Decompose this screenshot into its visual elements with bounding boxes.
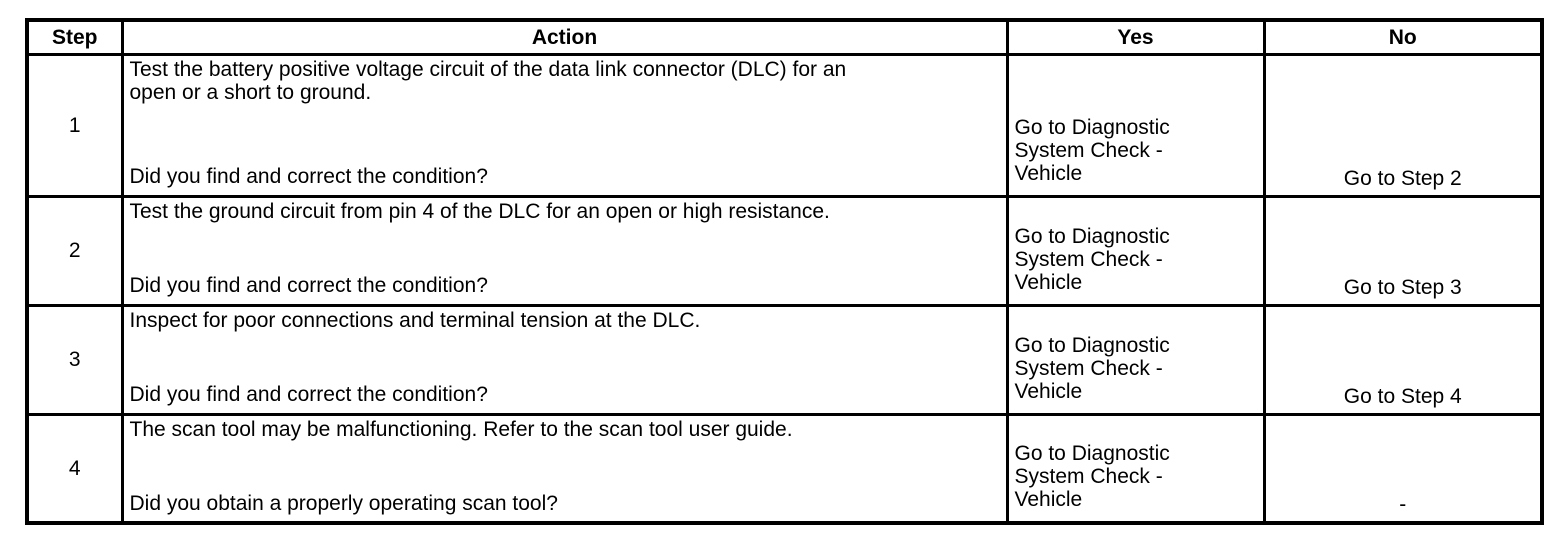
no-cell: - [1262,412,1544,525]
no-cell: Go to Step 3 [1262,194,1544,307]
action-text: Test the ground circuit from pin 4 of th… [129,199,830,223]
action-cell: Inspect for poor connections and termina… [120,303,1009,416]
action-text: Inspect for poor connections and termina… [129,308,701,332]
action-cell: The scan tool may be malfunctioning. Ref… [120,412,1009,525]
action-text: The scan tool may be malfunctioning. Ref… [129,417,793,441]
yes-cell: Go to Diagnostic System Check - Vehicle [1005,52,1266,198]
table-row: 2 Test the ground circuit from pin 4 of … [25,194,1544,307]
yes-cell: Go to Diagnostic System Check - Vehicle [1005,412,1266,525]
no-cell: Go to Step 4 [1262,303,1544,416]
table-row: 1 Test the battery positive voltage circ… [25,52,1544,198]
table-header-row: Step Action Yes No [25,18,1544,56]
step-cell: 1 [25,52,124,198]
action-text: Test the battery positive voltage circui… [129,57,847,104]
step-cell: 3 [25,303,124,416]
no-cell: Go to Step 2 [1262,52,1544,198]
action-question: Did you find and correct the condition? [129,164,488,188]
table-row: 3 Inspect for poor connections and termi… [25,303,1544,416]
yes-cell: Go to Diagnostic System Check - Vehicle [1005,194,1266,307]
table-row: 4 The scan tool may be malfunctioning. R… [25,412,1544,525]
action-cell: Test the ground circuit from pin 4 of th… [120,194,1009,307]
yes-cell: Go to Diagnostic System Check - Vehicle [1005,303,1266,416]
action-question: Did you find and correct the condition? [129,382,488,406]
action-cell: Test the battery positive voltage circui… [120,52,1009,198]
diagnostic-table: Step Action Yes No 1 Test the battery po… [25,18,1544,525]
step-cell: 4 [25,412,124,525]
action-question: Did you find and correct the condition? [129,273,488,297]
header-yes: Yes [1005,18,1266,56]
action-question: Did you obtain a properly operating scan… [129,491,558,515]
header-action: Action [120,18,1009,56]
header-no: No [1262,18,1544,56]
header-step: Step [25,18,124,56]
step-cell: 2 [25,194,124,307]
